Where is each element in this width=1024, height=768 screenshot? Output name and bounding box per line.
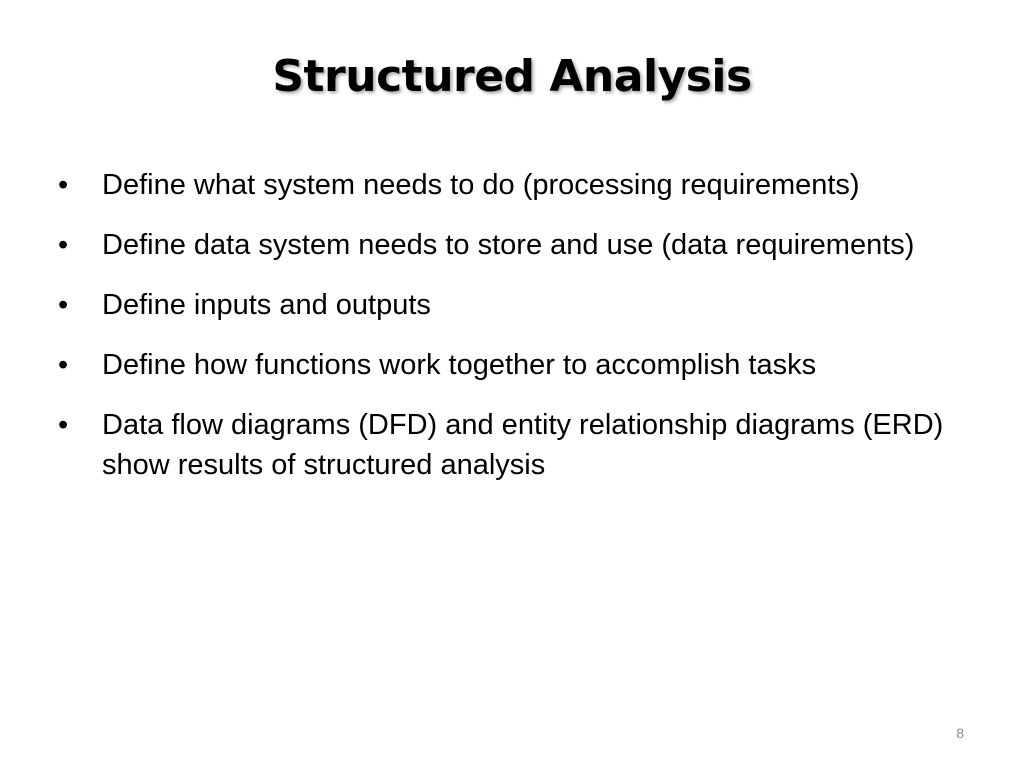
bullet-text: Data flow diagrams (DFD) and entity rela… <box>102 409 944 481</box>
list-item: • Define data system needs to store and … <box>58 225 978 265</box>
bullet-text: Define data system needs to store and us… <box>102 229 915 261</box>
bullet-icon: • <box>58 229 69 261</box>
bullet-text: Define what system needs to do (processi… <box>102 169 860 201</box>
slide-number: 8 <box>956 725 964 741</box>
bullet-icon: • <box>58 169 69 201</box>
bullet-list: • Define what system needs to do (proces… <box>58 165 978 505</box>
bullet-text: Define inputs and outputs <box>102 289 431 321</box>
bullet-icon: • <box>58 289 69 321</box>
list-item: • Data flow diagrams (DFD) and entity re… <box>58 405 978 485</box>
list-item: • Define what system needs to do (proces… <box>58 165 978 205</box>
list-item: • Define inputs and outputs <box>58 285 978 325</box>
slide-title: Structured Analysis <box>272 51 752 102</box>
list-item: • Define how functions work together to … <box>58 345 978 385</box>
bullet-icon: • <box>58 349 69 381</box>
bullet-icon: • <box>58 409 69 441</box>
bullet-text: Define how functions work together to ac… <box>102 349 817 381</box>
